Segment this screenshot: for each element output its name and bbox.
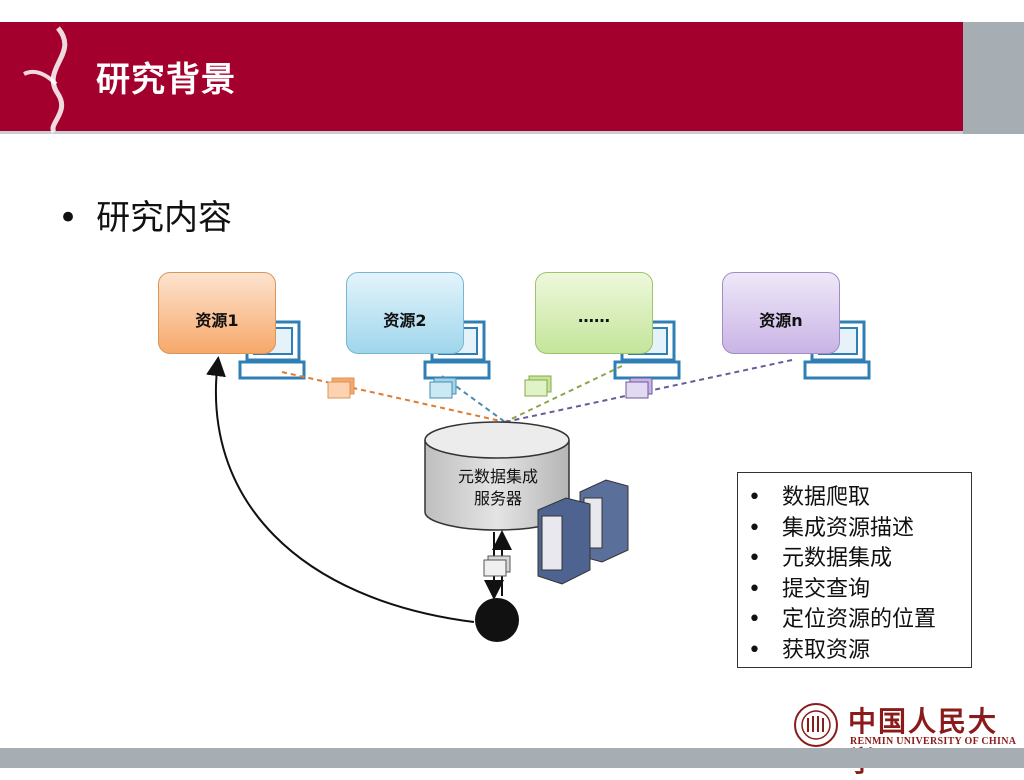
document-icon-blue [429, 377, 457, 399]
bullet-dot: • [58, 198, 79, 238]
document-icon-green [524, 375, 552, 397]
resource-label-n: 资源n [759, 311, 803, 330]
steps-list-box: •数据爬取 •集成资源描述 •元数据集成 •提交查询 •定位资源的位置 •获取资… [737, 472, 972, 668]
server-label: 元数据集成 服务器 [428, 466, 568, 510]
university-name-en: RENMIN UNIVERSITY OF CHINA [850, 736, 1017, 747]
retrieve-arrow [206, 356, 475, 623]
university-seal-icon [794, 703, 838, 747]
footer-bar [0, 748, 1024, 768]
document-icon-orange [327, 377, 355, 399]
resource-box-1: 资源1 [158, 272, 276, 354]
list-item: •提交查询 [748, 576, 871, 602]
decorative-curl-icon [23, 26, 68, 134]
resource-box-3: …… [535, 272, 653, 354]
resource-label-3: …… [578, 307, 610, 326]
list-item: •元数据集成 [748, 546, 893, 571]
page-title: 研究背景 [96, 60, 236, 100]
list-item: •定位资源的位置 [748, 607, 937, 632]
main-bullet-text: 研究内容 [96, 198, 233, 238]
server-rack-icon [537, 479, 629, 585]
server-label-line1: 元数据集成 [457, 467, 538, 486]
list-item: •集成资源描述 [748, 515, 915, 541]
connection-line-1 [281, 371, 506, 423]
database-server-icon [424, 421, 570, 531]
user-node-icon [475, 598, 519, 642]
connection-line-3 [504, 365, 623, 423]
header-divider [0, 131, 963, 134]
resource-box-n: 资源n [722, 272, 840, 354]
header-bar [0, 22, 963, 132]
resource-box-2: 资源2 [346, 272, 464, 354]
resource-label-1: 资源1 [195, 311, 239, 330]
document-icon-purple [625, 377, 653, 399]
server-label-line2: 服务器 [473, 489, 522, 508]
list-item: •获取资源 [748, 637, 871, 663]
resource-label-2: 资源2 [383, 311, 427, 330]
main-bullet: • 研究内容 [58, 190, 232, 239]
document-icon-gray [483, 555, 511, 577]
list-item: •数据爬取 [748, 485, 871, 510]
